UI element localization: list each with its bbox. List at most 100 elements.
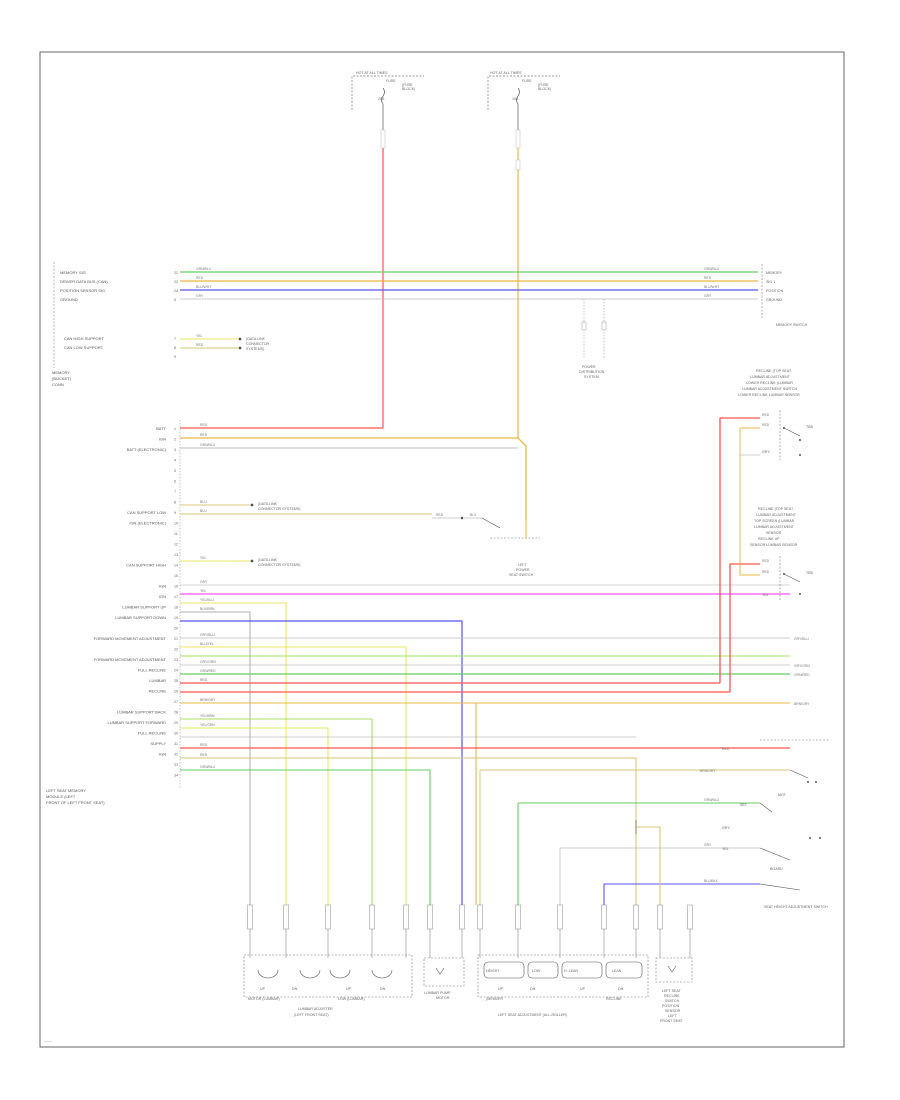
- module-pin-number: 26: [174, 690, 178, 694]
- seat-height-adjustment-switch: GRN/BLU GRY BLU/BLK MOT SET GRY YEL BOAR…: [704, 739, 830, 909]
- connector-stub: [247, 904, 253, 930]
- wire-tag: RED: [762, 423, 770, 427]
- module-pin-number: 30: [174, 732, 178, 736]
- module-pin-number: 33: [174, 763, 178, 767]
- module-pin-number: 15: [174, 574, 178, 578]
- wire-tag: GRY/GRN: [794, 664, 810, 668]
- wire-orange-ign: [180, 437, 527, 520]
- sensor-name: FRONT SEAT: [660, 1019, 683, 1023]
- module-pin-label: RECLINE: [149, 689, 167, 694]
- sensor-label: RECLINE (TOP SEAT: [756, 369, 792, 373]
- motor-pin: DN: [292, 987, 298, 991]
- module-pin-number: 23: [174, 658, 178, 662]
- wire-tag: GRY: [704, 294, 712, 298]
- motor-name: H. LEAN: [564, 969, 578, 973]
- can-pin: 8: [174, 346, 176, 350]
- memory-pin: 23: [174, 280, 178, 284]
- motor-name: HEIGHT: [486, 969, 500, 973]
- lumbar-adjuster-name: (LEFT FRONT SEAT): [294, 1013, 329, 1017]
- module-pin-number: 18: [174, 606, 178, 610]
- module-pin-number: 4: [174, 459, 176, 463]
- sensor-label: LUMBAR ADJUSTMENT: [754, 525, 795, 529]
- left-power-seat-switch: RED BLK LEFT POWER SEAT SWITCH: [432, 513, 540, 577]
- seat-adjustment-motors: HEIGHT LOW H. LEAN LEAN UP DN UP DN (MEM…: [477, 954, 649, 1017]
- motor-pin: DN: [618, 987, 624, 991]
- fuse-rating: 15A: [512, 97, 519, 101]
- connector-stub: [283, 904, 289, 930]
- module-pin-number: 2: [174, 438, 176, 442]
- fuse-label: FUSE: [522, 79, 532, 83]
- module-pin-number: 7: [174, 490, 176, 494]
- module-pin-number: 8: [174, 501, 176, 505]
- module-pin-number: 13: [174, 553, 178, 557]
- sensor-label: LOWER RECLINE (LUMBAR: [746, 381, 793, 385]
- sensor-name: SWITCH: [665, 999, 680, 1003]
- switch-pin: SET: [740, 803, 748, 807]
- module-pin-label: IGN: [159, 437, 166, 442]
- motor-sub: (MEMORY: [486, 997, 504, 1001]
- module-pin-number: 9: [174, 511, 176, 515]
- memory-connector: MEMORY SIG DRIVER DATA BUS (CAN) POSITIO…: [52, 262, 178, 387]
- module-pin-label: IGN: [159, 584, 166, 589]
- sensor-label: LOWER RECLINE LUMBAR SENSOR: [738, 393, 800, 397]
- module-pin-label: FULL RECLINE: [138, 731, 166, 736]
- ground-label: SYSTEM: [584, 375, 599, 379]
- module-pin-label: BATT: [156, 426, 166, 431]
- wire-tag: YEL: [200, 589, 207, 593]
- wire-tag: BLU/WHT: [196, 285, 211, 289]
- can-pin: 7: [174, 337, 176, 341]
- wire-tag: GRY: [196, 294, 204, 298]
- connector-stub: [557, 904, 563, 930]
- motor-sub: RECLINE: [606, 997, 622, 1001]
- module-pin-label: LUMBAR SUPPORT FORWARD: [107, 720, 166, 725]
- module-pin-label: FORWARD MOVEMENT ADJUSTMENT: [94, 657, 167, 662]
- memory-row-label: POSITION SENSOR SIG: [60, 288, 105, 293]
- sensor-label: SENSOR: [766, 531, 782, 535]
- memory-conn-name: (BUCKET): [52, 376, 72, 381]
- can-dest-label: SYSTEMS): [246, 347, 264, 351]
- sensor-pin: TBD: [806, 425, 814, 429]
- module-connector: 1234567891011121314151617181920212223242…: [46, 420, 181, 805]
- left-switch-name: LEFT: [518, 563, 528, 567]
- module-pin-number: 32: [174, 753, 178, 757]
- wire-tag: GRY: [200, 580, 208, 584]
- wire-tag: GRN/BLU: [704, 267, 720, 271]
- memory-row-label: MEMORY SIG: [60, 270, 86, 275]
- wire-tag: RED: [196, 276, 204, 280]
- module-pin-number: 11: [174, 532, 178, 536]
- sensor-name: LEFT SEAT: [662, 989, 682, 993]
- ground-label: DISTRIBUTION: [579, 370, 605, 374]
- fuse-label: HOT AT ALL TIMES: [490, 71, 522, 75]
- ground-label: POWER: [582, 365, 596, 369]
- module-pin-number: 17: [174, 595, 178, 599]
- module-pin-number: 14: [174, 564, 178, 568]
- connector-stub: [325, 904, 331, 930]
- wire-tag: GRN/RED: [794, 673, 810, 677]
- module-pin-number: 28: [174, 711, 178, 715]
- module-pin-label: FULL RECLINE: [138, 668, 166, 673]
- wire-tag: RED: [704, 276, 712, 280]
- sensor-pin: TBD: [806, 571, 814, 575]
- module-pin-number: 5: [174, 469, 176, 473]
- wire-tag: BLU/BLK: [704, 879, 719, 883]
- module-pin-label: LUMBAR SUPPORT BACK: [117, 710, 166, 715]
- module-name: MODULE (LEFT: [46, 794, 76, 799]
- fuse-box-15a: HOT AT ALL TIMES FUSE (FUSE BLOCK) 15A: [487, 71, 560, 130]
- left-switch-name: SEAT SWITCH: [509, 573, 534, 577]
- fuse-box-20a: HOT AT ALL TIMES FUSE (FUSE BLOCK) 20A: [351, 71, 424, 130]
- diagram-border: [39, 51, 845, 1048]
- sensor-name: RECLINE: [664, 994, 680, 998]
- sensor-label: LUMBAR ADJUSTMENT: [756, 513, 797, 517]
- wire-tag: BLU/YEL: [200, 642, 214, 646]
- wire-tag: RED: [722, 747, 730, 751]
- wire-tag: RED: [436, 513, 444, 517]
- sensor-label: LUMBAR ADJUSTMENT SWITCH: [742, 387, 797, 391]
- memory-pin: 5: [174, 298, 176, 302]
- can-dest-label: CONNECTOR SYSTEMS): [258, 563, 300, 567]
- wire-tag: GRN/BLU: [196, 267, 212, 271]
- sensor-name: SENSOR: [665, 1009, 681, 1013]
- module-pin-number: 19: [174, 616, 178, 620]
- memory-row-label: GROUND: [60, 297, 78, 302]
- connector-stub: [657, 904, 663, 930]
